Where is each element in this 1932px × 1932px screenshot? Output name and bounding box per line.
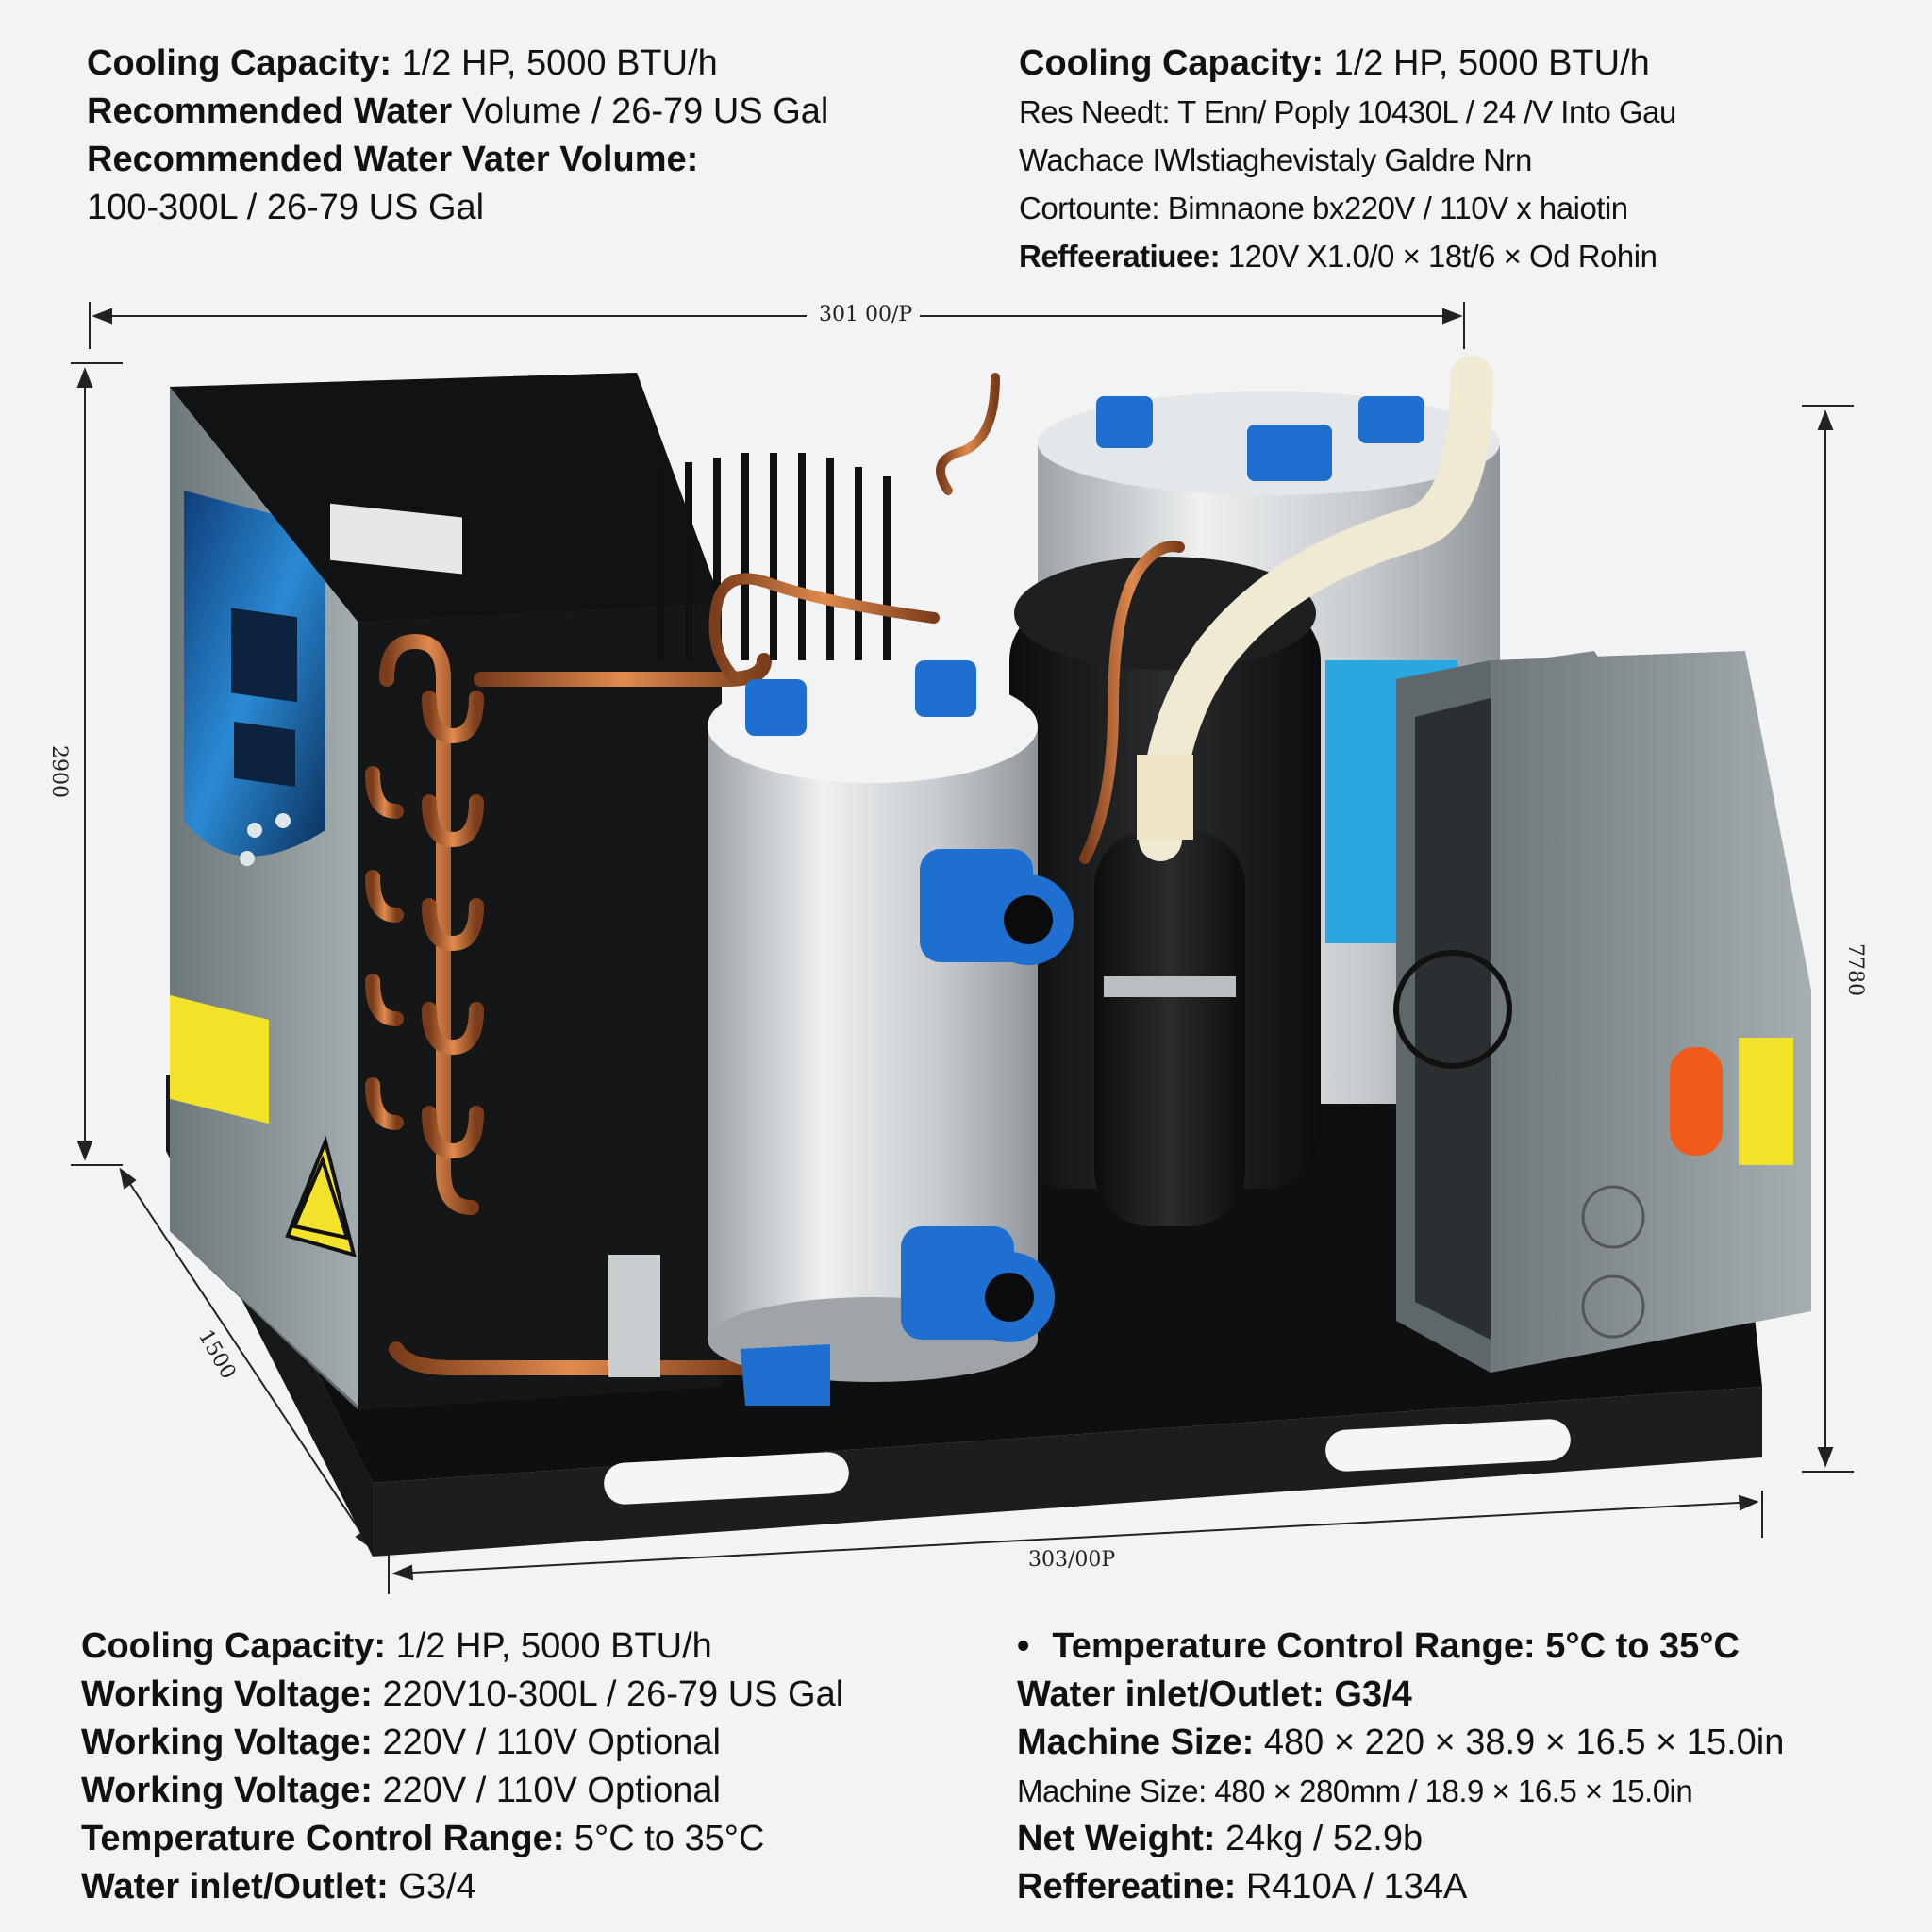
- spec-line: Working Voltage: 220V10-300L / 26-79 US …: [81, 1674, 844, 1714]
- spec-line: 100-300L / 26-79 US Gal: [87, 188, 485, 227]
- spec-line: Machine Size: 480 × 220 × 38.9 × 16.5 × …: [1017, 1723, 1785, 1762]
- dimension-left: [71, 362, 123, 1166]
- specs-top-left: Cooling Capacity: 1/2 HP, 5000 BTU/h Rec…: [87, 40, 828, 232]
- spec-line: Cooling Capacity: 1/2 HP, 5000 BTU/h: [1019, 43, 1650, 83]
- spec-line: Water inlet/Outlet: G3/4: [81, 1867, 476, 1907]
- spec-line: Temperature Control Range: 5°C to 35°C: [81, 1819, 765, 1858]
- dimension-top-label: 301 00/P: [819, 303, 912, 326]
- specs-top-right: Cooling Capacity: 1/2 HP, 5000 BTU/h Res…: [1019, 40, 1676, 280]
- water-inlet-fitting: [920, 849, 1074, 965]
- dimension-left-label: 2900: [47, 745, 71, 798]
- spec-line: Wachace IWlstiaghevistaly Galdre Nrn: [1019, 142, 1532, 177]
- dimension-right: [1802, 405, 1854, 1473]
- spec-line: Net Weight: 24kg / 52.9b: [1017, 1819, 1424, 1858]
- spec-line: Cortounte: Bimnaone bx220V / 110V x haio…: [1019, 191, 1628, 225]
- heat-exchanger: [608, 660, 1074, 1406]
- spec-line: Working Voltage: 220V / 110V Optional: [81, 1771, 721, 1810]
- dimension-bottom-label: 303/00P: [1028, 1548, 1115, 1572]
- spec-line: Cooling Capacity: 1/2 HP, 5000 BTU/h: [81, 1626, 712, 1666]
- spec-line: Res Needt: T Enn/ Poply 10430L / 24 /V I…: [1019, 94, 1676, 129]
- spec-line: Reffereatine: R410A / 134A: [1017, 1867, 1468, 1907]
- power-switch-icon: [1670, 1047, 1723, 1156]
- spec-line: Recommended Water Vater Volume:: [87, 140, 699, 179]
- specs-bottom-right: •Temperature Control Range: 5°C to 35°C …: [1017, 1623, 1784, 1911]
- bullet-icon: •: [1017, 1626, 1030, 1666]
- refrigerant-lines: [708, 356, 1493, 864]
- spec-line: Working Voltage: 220V / 110V Optional: [81, 1723, 721, 1762]
- spec-line: Machine Size: 480 × 280mm / 18.9 × 16.5 …: [1017, 1774, 1693, 1808]
- dimension-top: [89, 302, 1465, 349]
- dimension-depth-label: 1500: [193, 1326, 241, 1384]
- specs-bottom-left: Cooling Capacity: 1/2 HP, 5000 BTU/h Wor…: [81, 1623, 843, 1911]
- spec-line: Reffeeratiuee: 120V X1.0/0 × 18t/6 × Od …: [1019, 239, 1657, 274]
- spec-line: Cooling Capacity: 1/2 HP, 5000 BTU/h: [87, 43, 718, 83]
- electrical-box: [1393, 651, 1811, 1373]
- spec-line: •Temperature Control Range: 5°C to 35°C: [1017, 1626, 1740, 1666]
- water-outlet-fitting: [901, 1226, 1055, 1342]
- warning-triangle-icon: [291, 1155, 350, 1241]
- spec-line: Water inlet/Outlet: G3/4: [1017, 1674, 1412, 1714]
- copper-condenser: [365, 633, 772, 1375]
- fan-icon: [1393, 950, 1512, 1069]
- spec-line: Recommended Water Volume / 26-79 US Gal: [87, 92, 829, 131]
- compressor: [1009, 557, 1321, 1226]
- dimension-right-label: 7780: [1843, 943, 1867, 996]
